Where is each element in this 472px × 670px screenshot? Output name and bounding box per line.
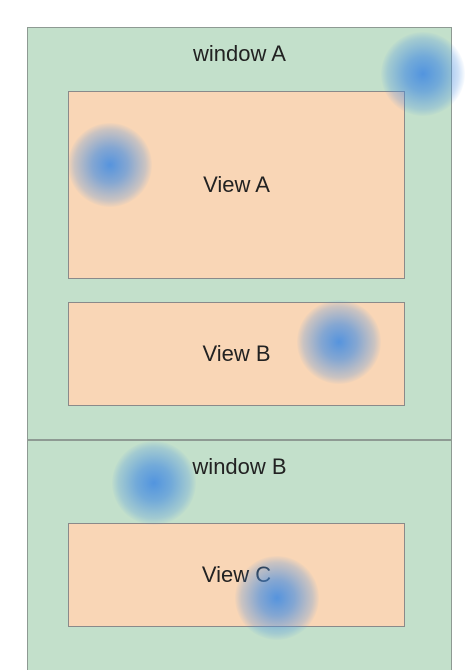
window-b-title: window B [192,454,287,479]
view-c-label: View C [201,562,272,587]
view-c: View C [68,523,405,627]
view-a: View A [68,91,405,279]
view-b-label: View B [202,341,271,366]
window-a-title: window A [193,41,286,66]
window-b: window B View C [27,440,452,670]
view-b: View B [68,302,405,406]
window-a: window A View A View B [27,27,452,440]
view-a-label: View A [203,172,270,197]
